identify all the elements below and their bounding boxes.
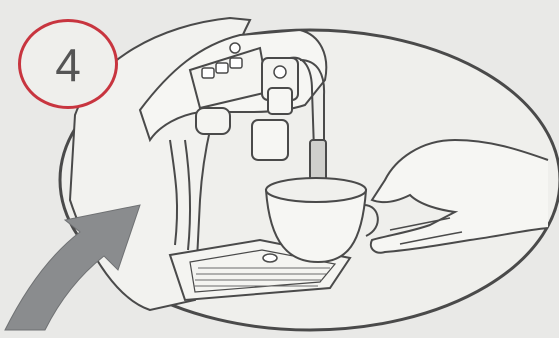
- step-number: 4: [55, 42, 81, 88]
- control-button[interactable]: [202, 68, 214, 78]
- indicator-light: [230, 43, 240, 53]
- step-badge: 4: [18, 19, 118, 109]
- control-button[interactable]: [216, 63, 228, 73]
- control-button[interactable]: [230, 58, 242, 68]
